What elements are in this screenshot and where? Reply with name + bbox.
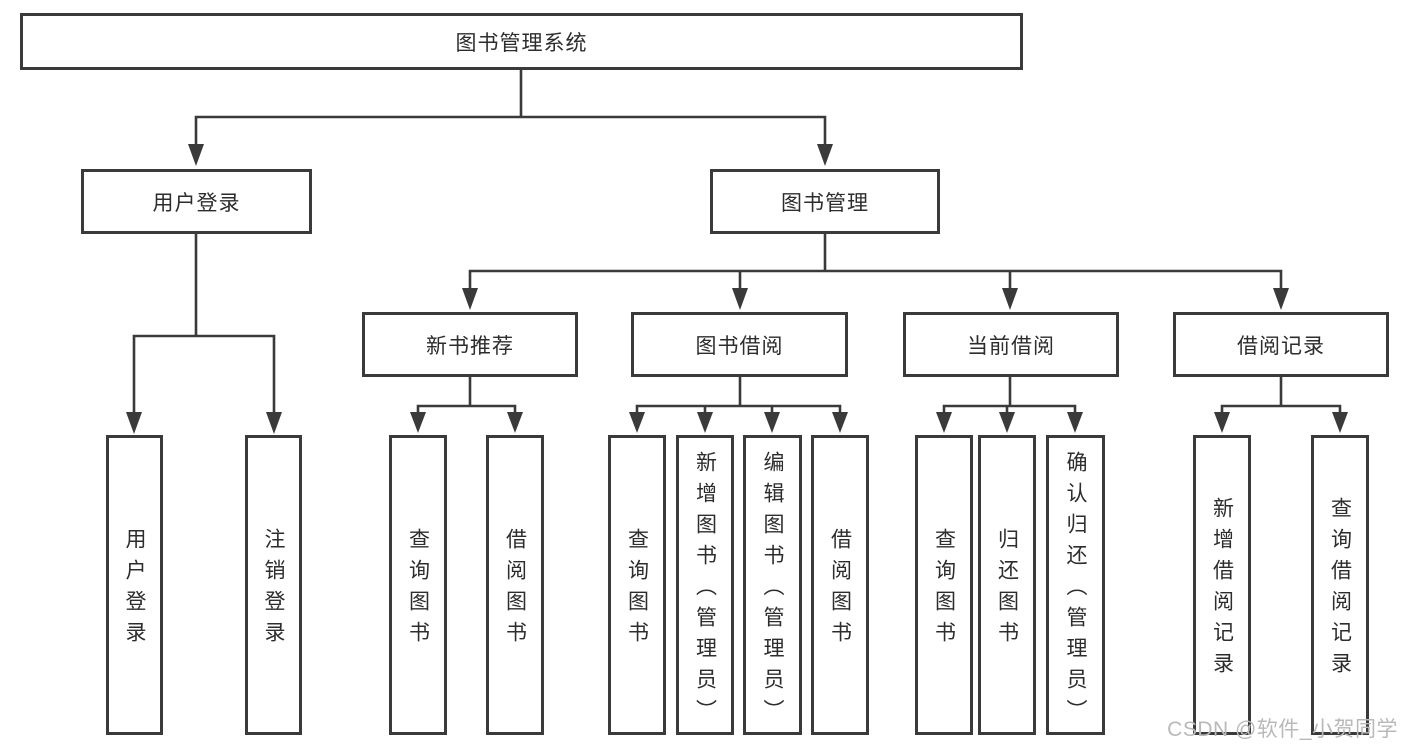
arrowhead-cb-return bbox=[999, 412, 1015, 433]
arrowhead-br-add bbox=[1214, 412, 1230, 433]
connector-book-management-children bbox=[468, 232, 1283, 292]
leaf-bb-edit-book-admin-label: 编辑图书（管理员） bbox=[761, 450, 784, 730]
node-borrow-record: 借阅记录 bbox=[1173, 312, 1389, 377]
leaf-cb-confirm-return-admin: 确认归还（管理员） bbox=[1046, 435, 1105, 735]
arrowhead-current-borrow bbox=[1002, 288, 1018, 310]
arrowhead-user-login bbox=[188, 144, 204, 166]
arrowhead-nbr-query bbox=[410, 412, 426, 433]
connector-book-borrow-children bbox=[635, 375, 842, 416]
node-current-borrow-label: 当前借阅 bbox=[967, 334, 1055, 358]
node-book-borrow-label: 图书借阅 bbox=[695, 334, 784, 358]
connector-root-to-level2 bbox=[194, 68, 827, 149]
connector-new-book-recommend-children bbox=[416, 375, 517, 416]
arrowhead-new-book-recommend bbox=[462, 288, 478, 310]
leaf-cb-query-book-label: 查询图书 bbox=[932, 528, 956, 652]
leaf-bb-add-book-admin-label: 新增图书（管理员） bbox=[693, 450, 717, 730]
node-user-login-label: 用户登录 bbox=[152, 191, 241, 215]
node-borrow-record-label: 借阅记录 bbox=[1237, 334, 1325, 358]
arrowhead-book-borrow bbox=[732, 288, 748, 310]
node-current-borrow: 当前借阅 bbox=[903, 312, 1119, 377]
arrowhead-leaf-user-login bbox=[126, 412, 142, 434]
node-book-management: 图书管理 bbox=[710, 169, 940, 234]
node-book-borrow: 图书借阅 bbox=[631, 312, 848, 377]
arrowhead-borrow-record bbox=[1273, 288, 1289, 310]
leaf-br-query-record: 查询借阅记录 bbox=[1311, 435, 1369, 735]
arrowhead-bb-edit bbox=[764, 412, 780, 433]
arrowhead-cb-confirm bbox=[1067, 412, 1083, 433]
arrowhead-nbr-borrow bbox=[507, 412, 523, 433]
leaf-br-add-record: 新增借阅记录 bbox=[1193, 435, 1251, 735]
connector-current-borrow-children bbox=[942, 375, 1077, 416]
leaf-nbr-query-book-label: 查询图书 bbox=[406, 528, 430, 652]
leaf-br-add-record-label: 新增借阅记录 bbox=[1210, 497, 1234, 683]
node-root: 图书管理系统 bbox=[20, 13, 1023, 70]
arrowhead-bb-borrow bbox=[832, 412, 848, 433]
leaf-user-login-label: 用户登录 bbox=[123, 528, 146, 652]
arrowhead-bb-add bbox=[697, 412, 713, 433]
leaf-cb-return-book-label: 归还图书 bbox=[995, 528, 1019, 652]
leaf-logout: 注销登录 bbox=[245, 435, 302, 735]
leaf-nbr-borrow-book: 借阅图书 bbox=[486, 435, 544, 735]
node-new-book-recommend: 新书推荐 bbox=[362, 312, 578, 377]
leaf-user-login: 用户登录 bbox=[106, 435, 163, 735]
arrowhead-cb-query bbox=[936, 412, 952, 433]
leaf-cb-query-book: 查询图书 bbox=[915, 435, 973, 735]
node-root-label: 图书管理系统 bbox=[455, 31, 588, 55]
node-book-management-label: 图书管理 bbox=[781, 191, 869, 215]
leaf-bb-borrow-book-label: 借阅图书 bbox=[828, 528, 852, 652]
leaf-bb-borrow-book: 借阅图书 bbox=[811, 435, 869, 735]
leaf-cb-confirm-return-admin-label: 确认归还（管理员） bbox=[1064, 450, 1087, 730]
connector-borrow-record-children bbox=[1220, 375, 1342, 416]
connector-user-login-children bbox=[132, 232, 276, 417]
arrowhead-book-management bbox=[817, 144, 833, 166]
arrowhead-br-query bbox=[1332, 412, 1348, 433]
leaf-br-query-record-label: 查询借阅记录 bbox=[1328, 497, 1352, 683]
leaf-bb-query-book-label: 查询图书 bbox=[625, 528, 649, 652]
arrowhead-bb-query bbox=[629, 412, 645, 433]
leaf-bb-edit-book-admin: 编辑图书（管理员） bbox=[743, 435, 802, 735]
leaf-nbr-query-book: 查询图书 bbox=[389, 435, 447, 735]
leaf-cb-return-book: 归还图书 bbox=[978, 435, 1036, 735]
node-new-book-recommend-label: 新书推荐 bbox=[426, 334, 514, 358]
leaf-bb-add-book-admin: 新增图书（管理员） bbox=[676, 435, 734, 735]
leaf-nbr-borrow-book-label: 借阅图书 bbox=[503, 528, 527, 652]
leaf-logout-label: 注销登录 bbox=[262, 528, 285, 652]
leaf-bb-query-book: 查询图书 bbox=[608, 435, 666, 735]
arrowhead-leaf-logout bbox=[266, 412, 282, 434]
watermark: CSDN @软件_小贺同学 bbox=[1167, 718, 1398, 741]
node-user-login: 用户登录 bbox=[81, 169, 312, 234]
